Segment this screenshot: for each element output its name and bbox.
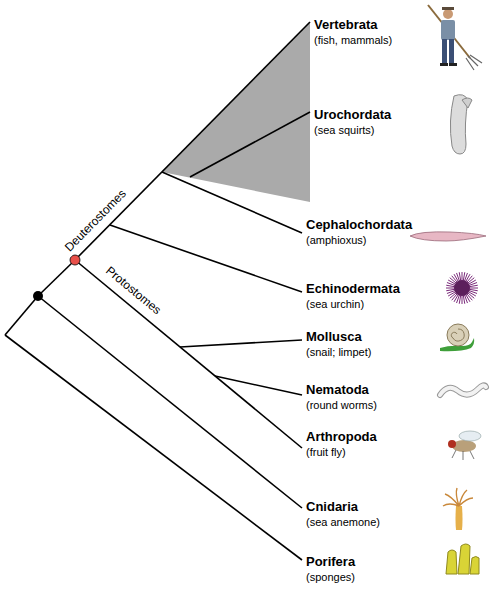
taxon-common: (fish, mammals) [314,34,392,47]
taxon-name: Vertebrata [314,18,378,33]
node-dot [70,255,80,265]
taxon-common: (sea urchin) [306,298,364,311]
taxon-common: (amphioxus) [306,234,367,247]
branch [38,260,75,296]
urchin-body [454,280,470,296]
taxon-common: (snail; limpet) [306,346,371,359]
taxon-common: (sea anemone) [306,516,380,529]
branch [5,335,302,560]
taxon-common: (sea squirts) [314,124,375,137]
taxon-name: Nematoda [306,383,369,398]
taxon-name: Porifera [306,555,355,570]
branch [162,172,302,233]
taxon-name: Mollusca [306,330,362,345]
branch [110,225,302,292]
snail-icon [440,324,474,351]
branch [190,112,310,177]
node-dot [33,291,43,301]
clade-label: Protostomes [101,263,165,319]
fly-icon [448,431,481,460]
taxon-name: Cephalochordata [306,218,412,233]
amphioxus-icon [410,232,486,241]
taxon-common: (fruit fly) [306,446,346,459]
branch [38,296,302,508]
clade-label: Deuterostomes [61,186,131,256]
branch [180,340,302,347]
sea-urchin-icon [446,272,478,304]
taxon-name: Cnidaria [306,500,358,515]
taxon-name: Echinodermata [306,282,400,297]
farmer-icon [428,5,482,70]
clade-wedge [162,22,310,202]
taxon-name: Urochordata [314,108,391,123]
branch [215,376,302,395]
anemone-icon [443,488,473,530]
branch [5,296,38,335]
worm-icon [440,385,486,395]
sponge-icon [446,544,479,574]
taxon-common: (sponges) [306,571,355,584]
taxon-common: (round worms) [306,399,377,412]
taxon-name: Arthropoda [306,430,377,445]
